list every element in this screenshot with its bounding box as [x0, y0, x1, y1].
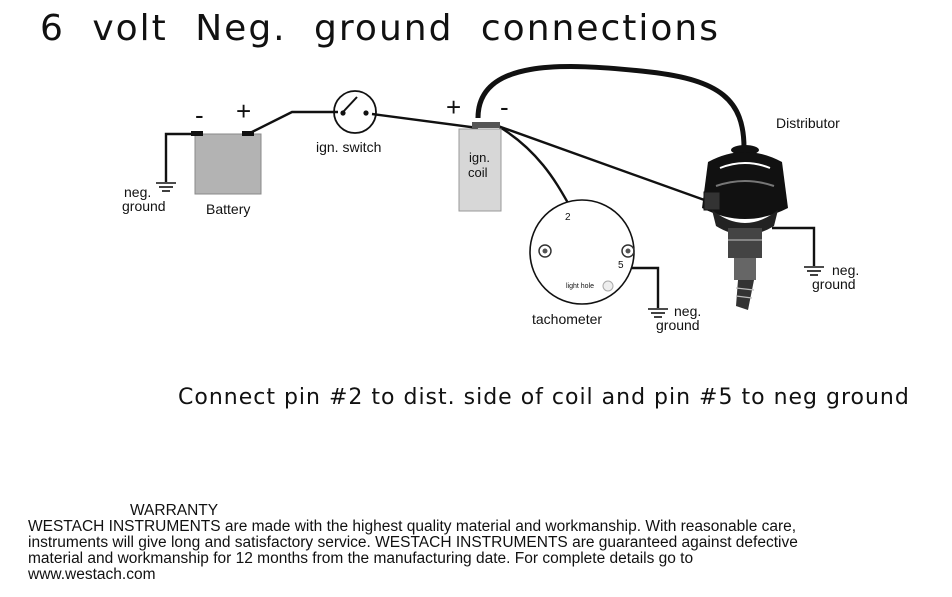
distributor-ground-label: ground [812, 276, 856, 292]
coil-plus-label: + [446, 92, 461, 122]
warranty-body: WESTACH INSTRUMENTS are made with the hi… [28, 518, 798, 583]
ignition-coil-body [458, 128, 502, 212]
coil-terminal-cap [472, 122, 500, 128]
tachometer-icon [529, 199, 635, 305]
battery-ground-label: ground [122, 198, 166, 214]
tach-pin5-label: 5 [618, 260, 624, 271]
battery-pos-terminal [242, 131, 254, 136]
ground-symbol-distributor [804, 266, 824, 276]
battery-plus-label: + [236, 96, 251, 126]
wire-battery-neg-ground [164, 132, 196, 182]
warranty-heading: WARRANTY [130, 502, 219, 519]
battery-minus-label: - [195, 100, 204, 130]
wire-battery-pos-switch [247, 110, 338, 136]
tachometer-label: tachometer [532, 311, 602, 327]
ground-symbol-battery [156, 182, 176, 192]
battery-neg-terminal [191, 131, 203, 136]
wire-distributor-ground [772, 226, 816, 266]
ign-switch-label: ign. switch [316, 139, 381, 155]
wire-coil-distributor-side [497, 124, 711, 204]
distributor-icon [702, 145, 788, 310]
tach-ground-label: ground [656, 317, 700, 333]
wire-coil-tach-pin2 [497, 124, 570, 204]
distributor-label: Distributor [776, 115, 840, 131]
page-title: 6 volt Neg. ground connections [40, 8, 720, 49]
wires [164, 64, 816, 308]
battery-label: Battery [206, 201, 250, 217]
battery-ground-neg-label: neg. [124, 184, 151, 200]
wire-coil-distributor-cap [475, 64, 747, 149]
tach-light-hole-label: light hole [566, 283, 594, 290]
warranty-section: WARRANTY WESTACH INSTRUMENTS are made wi… [28, 503, 928, 583]
tach-pin2-label: 2 [565, 212, 571, 223]
coil-label-line1: ign. [469, 150, 490, 165]
ignition-switch-icon [333, 90, 377, 134]
wire-tach-pin5-ground [628, 266, 660, 308]
coil-label-line2: coil [468, 165, 488, 180]
ground-symbol-tach [648, 308, 668, 318]
wire-switch-coil [371, 112, 479, 130]
battery-body [194, 133, 262, 195]
distributor-ground-neg-label: neg. [832, 262, 859, 278]
tach-ground-neg-label: neg. [674, 303, 701, 319]
coil-minus-label: - [500, 92, 509, 122]
connection-instruction: Connect pin #2 to dist. side of coil and… [178, 385, 910, 410]
